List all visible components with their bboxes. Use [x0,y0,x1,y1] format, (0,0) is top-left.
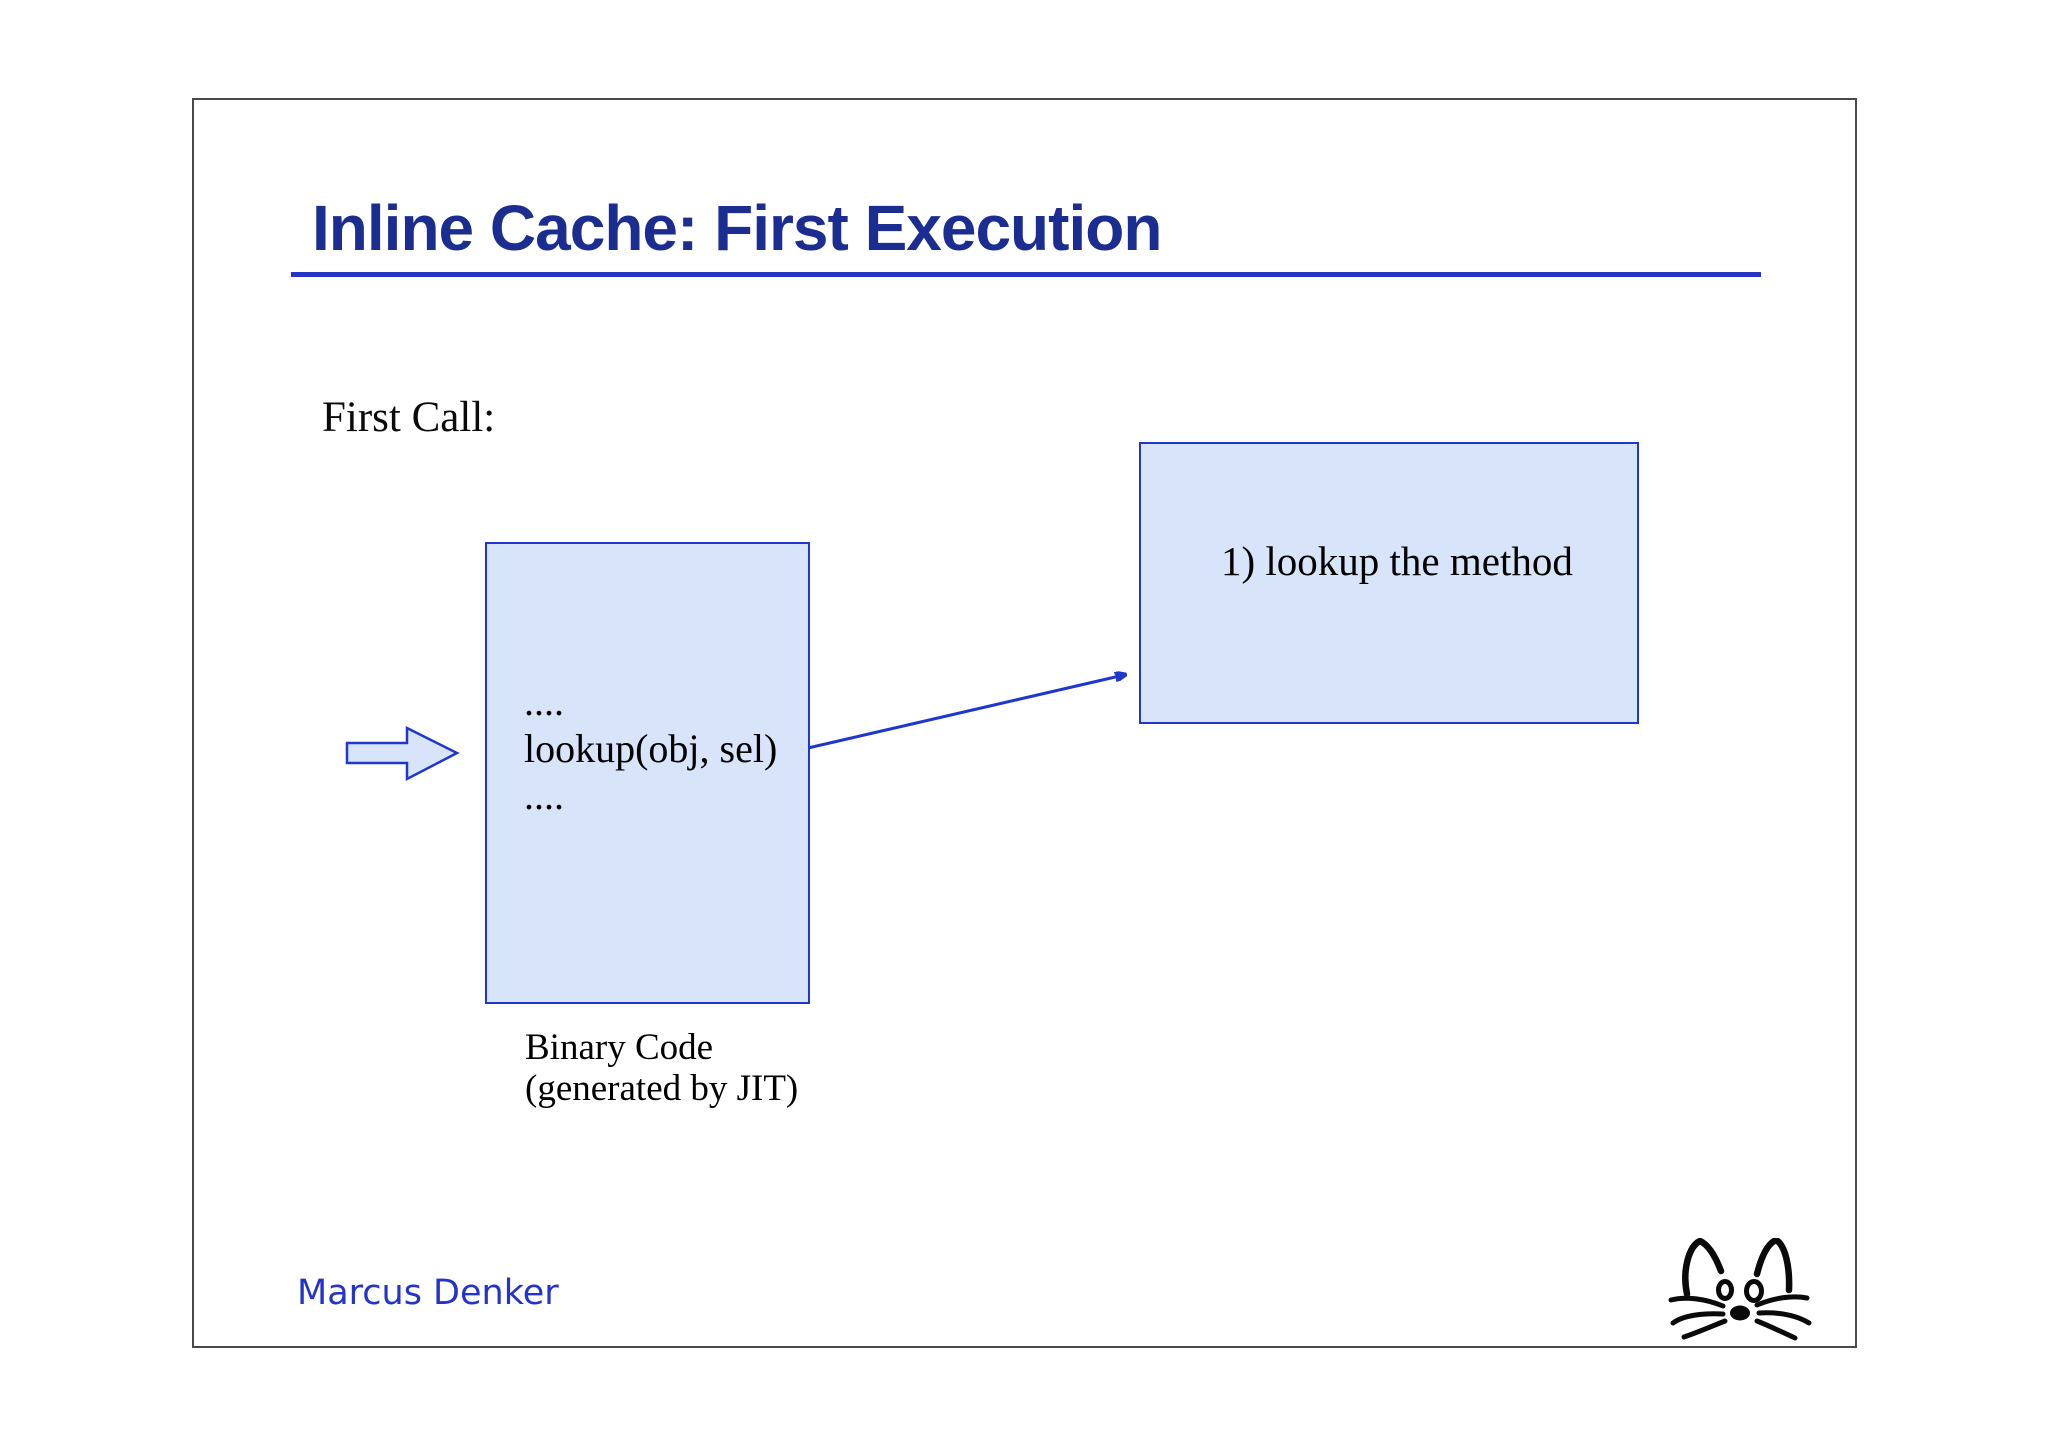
binary-code-box: .... lookup(obj, sel) .... [485,542,810,1004]
cat-whisker [1670,1311,1726,1326]
cat-face-icon [1668,1238,1812,1341]
cat-right-eye [1744,1279,1764,1303]
cat-whisker [1681,1318,1728,1340]
section-label: First Call: [322,394,496,441]
author-name: Marcus Denker [297,1273,559,1313]
entry-block-arrow-icon [345,725,460,782]
code-line: .... [524,773,564,818]
lookup-method-label: 1) lookup the method [1221,538,1573,584]
binary-code-caption: Binary Code (generated by JIT) [525,1027,798,1109]
binary-code-lines: .... lookup(obj, sel) .... [524,678,777,819]
cat-nose [1730,1305,1750,1321]
lookup-connector-arrow [768,675,1124,759]
cat-left-ear [1682,1238,1725,1298]
cat-whisker [1756,1310,1812,1326]
code-line: .... [524,679,564,724]
cat-left-eye [1716,1279,1734,1301]
cat-whisker [1754,1318,1798,1341]
slide: Inline Cache: First Execution First Call… [192,98,1857,1348]
code-line: lookup(obj, sel) [524,726,778,771]
cat-right-ear [1753,1238,1793,1294]
lookup-method-box: 1) lookup the method [1139,442,1639,724]
caption-line: (generated by JIT) [525,1068,799,1109]
caption-line: Binary Code [525,1027,714,1068]
cat-whisker [1754,1294,1810,1308]
cat-whisker [1668,1295,1726,1309]
title-underline [291,272,1761,277]
slide-title: Inline Cache: First Execution [312,192,1162,264]
